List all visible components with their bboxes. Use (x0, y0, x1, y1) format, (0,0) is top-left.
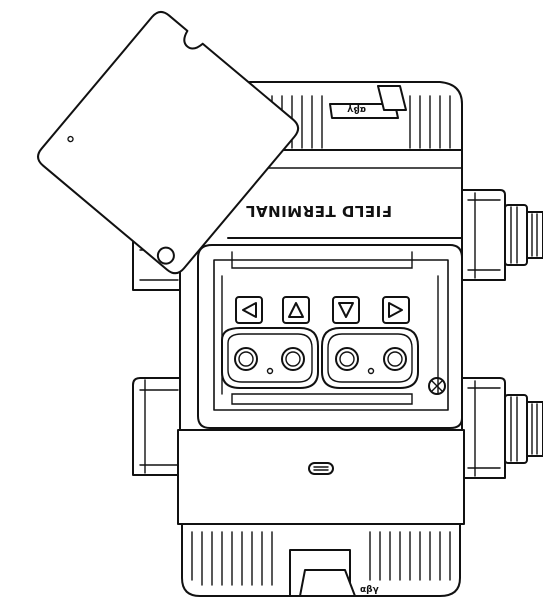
cover-hinge-icon (156, 246, 175, 265)
bottom-housing: αβγ (181, 523, 461, 597)
right-conduit-fittings (461, 189, 543, 479)
right-pad-button-1[interactable] (335, 347, 359, 371)
device-label: FIELD TERMINAL (245, 202, 392, 220)
hinged-cover[interactable] (34, 8, 302, 278)
right-arrow-key[interactable] (382, 296, 410, 324)
right-pad-button-2[interactable] (383, 347, 407, 371)
arrow-keys (235, 296, 410, 324)
keypad-window (197, 244, 463, 429)
left-pad-button-2[interactable] (281, 347, 305, 371)
left-arrow-key[interactable] (235, 296, 263, 324)
bottom-marking: αβγ (360, 585, 379, 595)
right-button-pad (321, 327, 419, 389)
up-arrow-key[interactable] (282, 296, 310, 324)
down-arrow-key[interactable] (332, 296, 360, 324)
top-marking: αβγ (347, 104, 366, 114)
slot-icon (308, 462, 334, 475)
left-button-pad (221, 327, 319, 389)
left-pad-button-1[interactable] (234, 347, 258, 371)
screw-icon (428, 377, 446, 395)
lower-body-band (177, 429, 465, 525)
